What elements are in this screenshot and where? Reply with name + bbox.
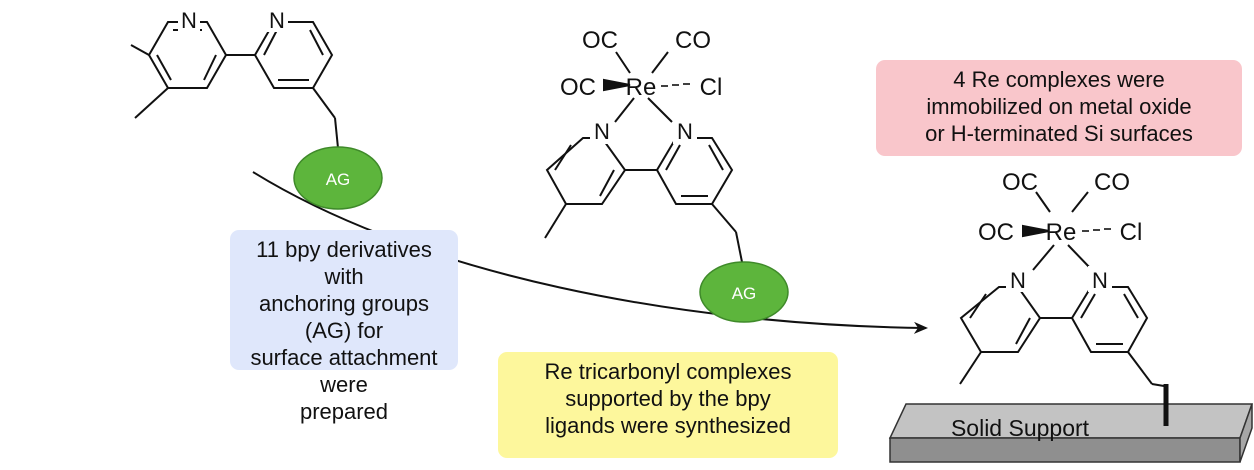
bpy-ligand bbox=[130, 21, 339, 149]
immobilized-note-line: 4 Re complexes were bbox=[953, 67, 1165, 92]
surface-n-left: N bbox=[1010, 268, 1026, 293]
ligands-note: 11 bpy derivatives with anchoring groups… bbox=[230, 230, 458, 424]
surface-metal: Re bbox=[1046, 219, 1077, 246]
solid-support-slab bbox=[888, 403, 1254, 463]
complexes-note: Re tricarbonyl complexes supported by th… bbox=[498, 352, 838, 458]
ligands-note-line: surface attachment were bbox=[250, 345, 438, 397]
immobilized-note: 4 Re complexes were immobilized on metal… bbox=[876, 60, 1242, 156]
complexes-note-line: ligands were synthesized bbox=[545, 413, 791, 438]
surface-co-top-right: CO bbox=[1094, 169, 1130, 196]
curved-arrow-icon bbox=[252, 171, 928, 334]
support-label: Solid Support bbox=[951, 415, 1090, 441]
complex-co-top-right: CO bbox=[675, 27, 711, 54]
ligand-n-right: N bbox=[269, 8, 285, 33]
surface-co-top-left: OC bbox=[1002, 169, 1038, 196]
immobilized-note-line: or H-terminated Si surfaces bbox=[925, 121, 1193, 146]
ligands-note-line: prepared bbox=[299, 399, 389, 424]
ligands-note-line: anchoring groups (AG) for bbox=[258, 291, 429, 343]
surface-chloride: Cl bbox=[1120, 219, 1143, 246]
complex-n-right: N bbox=[677, 119, 693, 144]
complex-ag-label: AG bbox=[732, 284, 757, 303]
ligand-ag-label: AG bbox=[326, 170, 351, 189]
complex-co-left: OC bbox=[560, 74, 596, 101]
complexes-note-line: supported by the bpy bbox=[565, 386, 771, 411]
complex-n-left: N bbox=[594, 119, 610, 144]
complex-co-top-left: OC bbox=[582, 27, 618, 54]
complex-metal: Re bbox=[626, 74, 657, 101]
complexes-note-line: Re tricarbonyl complexes bbox=[544, 359, 792, 384]
anchoring-group-ellipse bbox=[293, 146, 383, 210]
ligands-note-line: 11 bpy derivatives with bbox=[256, 237, 432, 289]
complex-anchoring-group-ellipse bbox=[699, 261, 789, 323]
complex-chloride: Cl bbox=[700, 74, 723, 101]
surface-n-right: N bbox=[1092, 268, 1108, 293]
immobilized-note-line: immobilized on metal oxide bbox=[926, 94, 1192, 119]
surface-co-left: OC bbox=[978, 219, 1014, 246]
ligand-n-left: N bbox=[181, 8, 197, 33]
